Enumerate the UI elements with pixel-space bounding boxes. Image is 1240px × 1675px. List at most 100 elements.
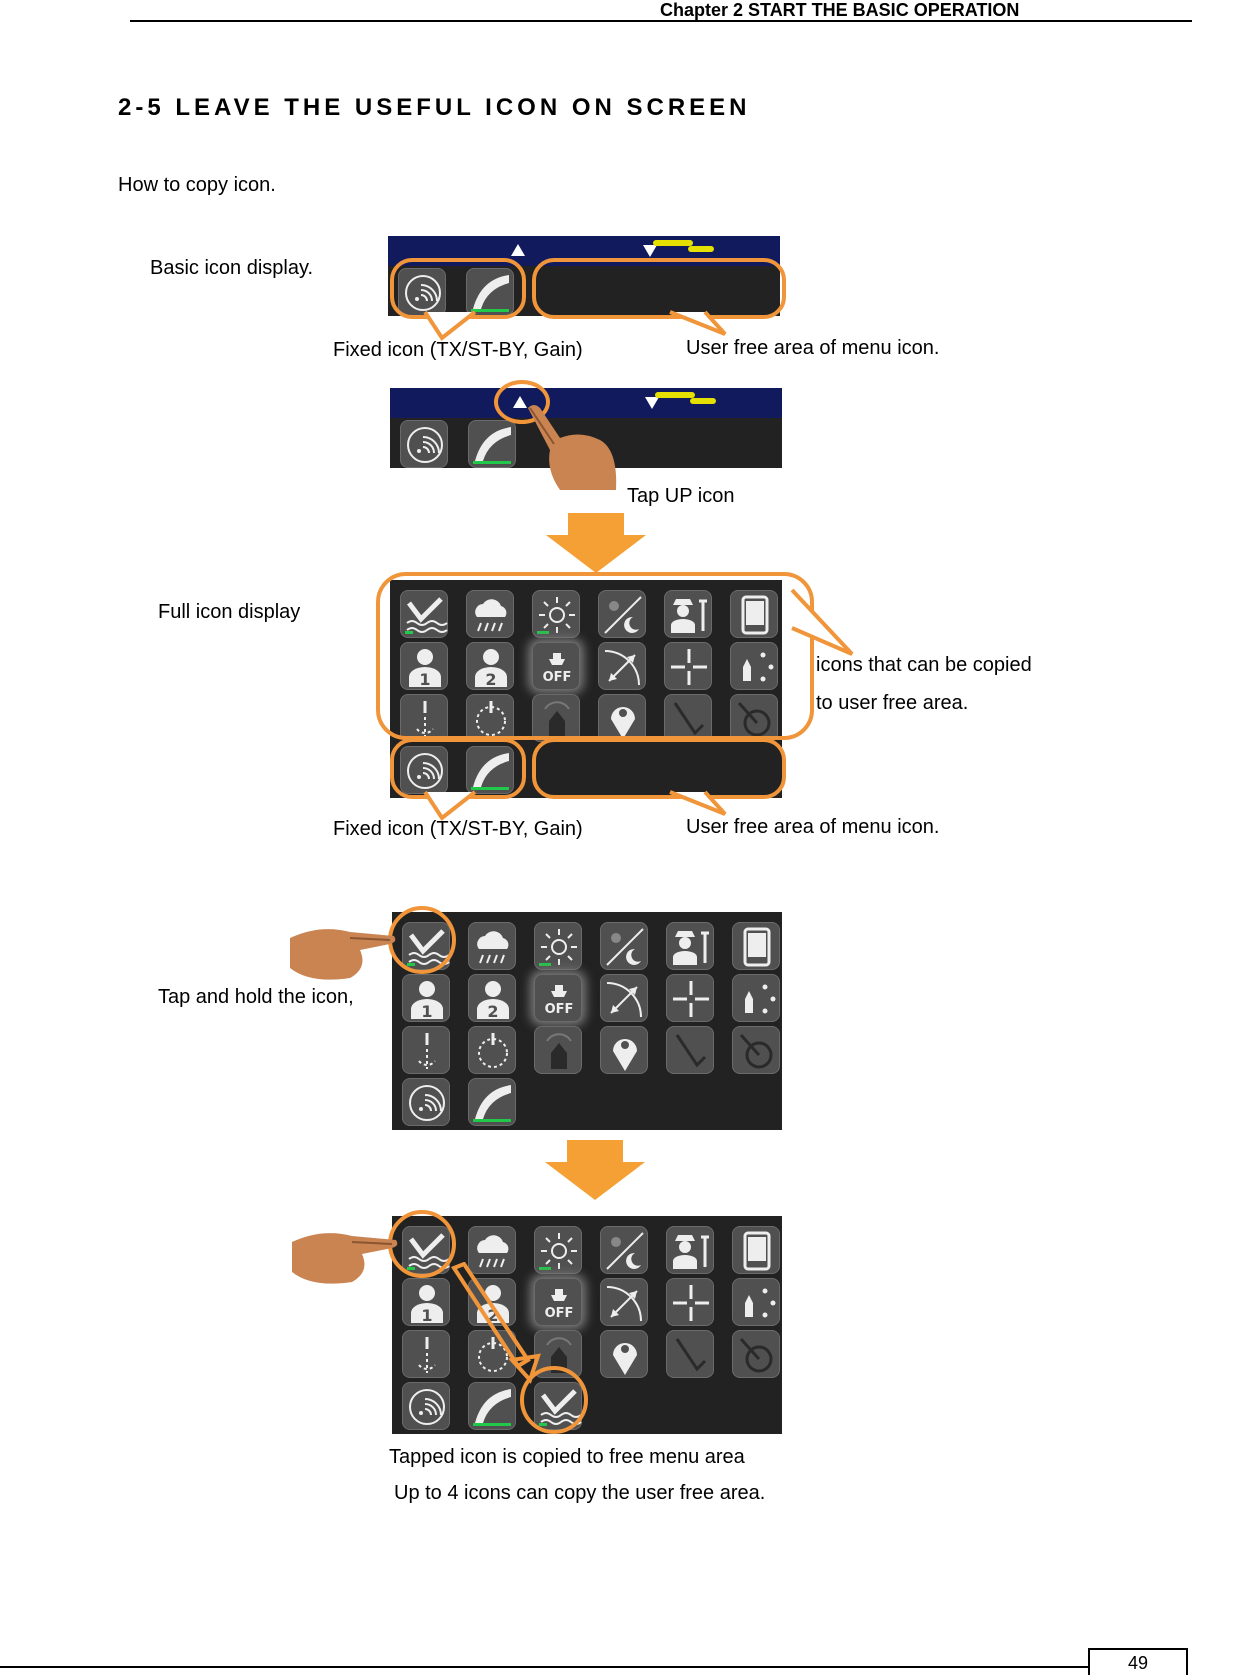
brilliance-icon[interactable] [532,590,580,638]
maintenance-icon[interactable] [664,590,712,638]
heading-line-icon[interactable] [402,1330,450,1378]
day-night-icon[interactable] [600,922,648,970]
ebl-icon[interactable] [664,694,712,742]
copied-label-1: Tapped icon is copied to free menu area [389,1446,745,1468]
user-free-area-highlight [532,738,786,799]
copied-icon-panel: 1 2 OFF [392,1216,782,1434]
svg-text:2: 2 [487,1002,498,1021]
cursor-icon[interactable] [666,1278,714,1326]
icons-copy-label-2: to user free area. [816,692,969,714]
user2-icon[interactable]: 2 [466,642,514,690]
callout-pointers [423,310,727,341]
tap-hold-label: Tap and hold the icon, [158,986,354,1008]
full-icon-display-label: Full icon display [158,601,301,623]
callout-pointers [423,790,727,821]
pointing-hand-icon [290,929,396,980]
display-icon[interactable] [732,922,780,970]
ship-icon[interactable] [534,1026,582,1074]
radar-echo [690,398,716,404]
own-ship-off-icon[interactable]: OFF [534,974,582,1022]
vrm-icon[interactable] [732,1330,780,1378]
rain-clutter-icon[interactable] [468,922,516,970]
svg-text:1: 1 [419,670,430,689]
user1-icon[interactable]: 1 [402,1278,450,1326]
basic-icon-display-label: Basic icon display. [150,257,314,279]
down-arrow-icon [545,1140,645,1200]
gain-icon[interactable] [468,1078,516,1126]
tx-standby-icon[interactable] [402,1382,450,1430]
fixed-icon-label-1: Fixed icon (TX/ST-BY, Gain) [333,339,583,361]
display-icon[interactable] [732,1226,780,1274]
own-ship-off-icon[interactable]: OFF [534,1278,582,1326]
svg-text:2: 2 [485,670,496,689]
pointing-hand-icon [292,1233,398,1284]
display-icon[interactable] [730,590,778,638]
svg-text:2: 2 [487,1306,498,1325]
mark-icon[interactable] [598,694,646,742]
own-ship-off-icon[interactable]: OFF [532,642,580,690]
copied-label-2: Up to 4 icons can copy the user free are… [394,1482,766,1504]
user-free-area-label-1: User free area of menu icon. [686,337,940,359]
down-icon[interactable] [645,397,659,409]
maintenance-icon[interactable] [666,922,714,970]
svg-text:1: 1 [421,1306,432,1325]
target-icon[interactable] [732,1278,780,1326]
sea-clutter-icon[interactable] [400,590,448,638]
mark-icon[interactable] [600,1026,648,1074]
tx-standby-icon[interactable] [402,1078,450,1126]
svg-text:OFF: OFF [543,670,572,685]
maintenance-icon[interactable] [666,1226,714,1274]
tx-standby-icon[interactable] [400,420,448,468]
target-icon[interactable] [732,974,780,1022]
mark-icon[interactable] [600,1330,648,1378]
ring-icon[interactable] [468,1330,516,1378]
range-icon[interactable] [600,974,648,1022]
radar-echo [653,240,693,246]
copied-icon-highlight [520,1366,588,1434]
up-icon[interactable] [511,244,525,256]
cursor-icon[interactable] [666,974,714,1022]
up-icon-highlight [494,380,550,424]
basic-icon-panel [388,236,780,316]
radar-strip [390,388,782,418]
radar-echo [655,392,695,398]
svg-text:OFF: OFF [545,1002,574,1017]
vrm-icon[interactable] [732,1026,780,1074]
ebl-icon[interactable] [666,1330,714,1378]
day-night-icon[interactable] [598,590,646,638]
held-icon-highlight [388,906,456,974]
range-icon[interactable] [600,1278,648,1326]
copyable-icons-highlight [376,572,814,740]
range-icon[interactable] [598,642,646,690]
rain-clutter-icon[interactable] [468,1226,516,1274]
chapter-header: Chapter 2 START THE BASIC OPERATION [660,0,1020,20]
heading-line-icon[interactable] [400,694,448,742]
copyable-callout-pointer [790,588,854,656]
brilliance-icon[interactable] [534,1226,582,1274]
footer-rule [0,1666,1090,1668]
user2-icon[interactable]: 2 [468,974,516,1022]
svg-text:1: 1 [421,1002,432,1021]
copy-direction-arrow-icon [450,1262,541,1384]
brilliance-icon[interactable] [534,922,582,970]
page-number: 49 [1088,1648,1188,1675]
gain-icon[interactable] [468,420,516,468]
ebl-icon[interactable] [666,1026,714,1074]
down-arrow-icon [546,513,646,573]
rain-clutter-icon[interactable] [466,590,514,638]
svg-text:OFF: OFF [545,1306,574,1321]
heading-line-icon[interactable] [402,1026,450,1074]
target-icon[interactable] [730,642,778,690]
gain-icon[interactable] [468,1382,516,1430]
section-title: 2-5 LEAVE THE USEFUL ICON ON SCREEN [118,94,751,121]
full-icon-panel: 1 2 OFF [390,580,782,798]
down-icon[interactable] [643,245,657,257]
header-rule [130,20,1192,22]
day-night-icon[interactable] [600,1226,648,1274]
user1-icon[interactable]: 1 [400,642,448,690]
user1-icon[interactable]: 1 [402,974,450,1022]
ring-icon[interactable] [468,1026,516,1074]
cursor-icon[interactable] [664,642,712,690]
ring-icon[interactable] [466,694,514,742]
fixed-icon-label-2: Fixed icon (TX/ST-BY, Gain) [333,818,583,840]
